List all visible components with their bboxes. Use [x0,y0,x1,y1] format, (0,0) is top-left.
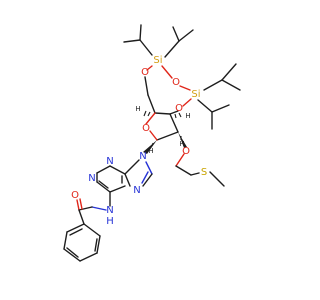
disiloxane-ring [144,65,192,115]
phenyl-ring [63,223,101,262]
stereo-h-c4-label: H [135,105,140,113]
atom-n3: N [106,156,113,167]
stereo-h-c3-label: H [185,112,190,120]
atom-o-carbonyl: O [71,190,79,201]
atom-nh: N [106,205,113,216]
stereo-h-c4 [143,110,151,117]
atom-s-thio: S [201,167,207,178]
glycosidic-bond [143,140,157,154]
atom-o-ring-top: O [172,77,180,88]
benzamide-group [76,198,107,225]
isopropyl-si2-right [203,63,241,91]
atom-n7: N [133,185,140,196]
stereo-h-c2-label: H [179,140,184,148]
stereo-h-c3 [174,112,182,119]
atom-si2: Si [191,89,200,100]
atom-si1: Si [153,55,162,66]
stereo-h-c1-label: H [148,147,153,155]
atom-o-methoxy: O [182,146,190,157]
atom-nh-hydrogen: H [106,216,114,227]
atom-o-ring-right: O [175,103,183,114]
furanose-ring [145,112,179,141]
isopropyl-si1-right [164,26,194,58]
atom-o-ring-left: O [141,67,149,78]
pyrimidine-ring [96,165,126,207]
isopropyl-si1-left [123,24,153,56]
atom-o-furanose: O [142,123,150,134]
isopropyl-si2-bottom [197,99,230,130]
atom-n9: N [139,151,146,162]
structure-svg: Si Si O O O O O S O N N N N N H H H H H [63,24,241,262]
atom-n1: N [88,173,95,184]
molecule-diagram: Si Si O O O O O S O N N N N N H H H H H [63,24,241,262]
methylthiomethoxy-group [175,132,225,187]
imidazole-ring [124,159,153,187]
